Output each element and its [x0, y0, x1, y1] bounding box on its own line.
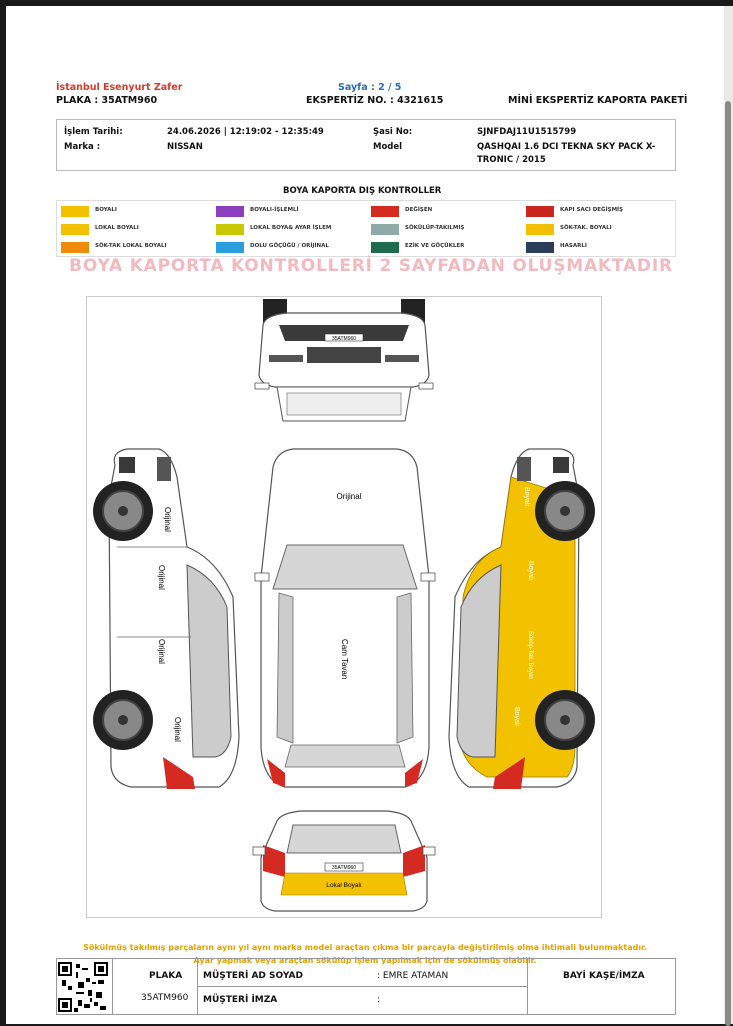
color-legend: BOYALI BOYALI-İŞLEMLİ DEĞİŞEN KAPI SACI … — [56, 200, 676, 257]
watermark-text: BOYA KAPORTA KONTROLLERİ 2 SAYFADAN OLUŞ… — [69, 256, 673, 276]
customer-name-value: : EMRE ATAMAN — [377, 971, 449, 981]
customer-signature-label: MÜŞTERİ İMZA — [203, 995, 278, 1005]
legend-label: KAPI SACI DEĞİŞMİŞ — [560, 207, 624, 213]
note-line-2: Ayar yapmak veya araçtan sökülüp işlem y… — [193, 956, 537, 965]
car-body-diagram: 35ATM960 — [86, 296, 602, 918]
right-label-1: Boyalı — [523, 487, 530, 507]
car-top-view: Orijinal Cam Tavan — [254, 448, 436, 788]
legend-swatch — [526, 242, 554, 253]
legend-title: BOYA KAPORTA DIŞ KONTROLLER — [283, 186, 442, 196]
chassis-label: Şasi No: — [373, 127, 413, 137]
legend-label: DEĞİŞEN — [405, 207, 433, 213]
expertise-number: EKSPERTİZ NO. : 4321615 — [306, 95, 444, 106]
customer-signature-value: : — [377, 995, 381, 1005]
legend-swatch — [61, 206, 89, 217]
left-label-4: Orijinal — [173, 717, 182, 742]
vertical-scrollbar[interactable] — [724, 6, 733, 1026]
plate-label: PLAKA — [149, 971, 183, 981]
car-rear-view: 35ATM960 Lokal Boyalı — [252, 810, 436, 912]
legend-swatch — [371, 206, 399, 217]
left-label-3: Orijinal — [157, 639, 166, 664]
legend-swatch — [371, 224, 399, 235]
vehicle-info-box: İşlem Tarihi: 24.06.2026 | 12:19:02 - 12… — [56, 119, 676, 171]
chassis-value: SJNFDAJ11U1515799 — [477, 127, 577, 137]
brand-value: NISSAN — [167, 142, 203, 152]
left-label-1: Orijinal — [163, 507, 172, 532]
model-value-line1: QASHQAI 1.6 DCI TEKNA SKY PACK X- — [477, 142, 656, 152]
legend-swatch — [371, 242, 399, 253]
left-label-2: Orijinal — [157, 565, 166, 590]
legend-label: SÖK-TAK LOKAL BOYALI — [95, 243, 167, 249]
branch-name: İstanbul Esenyurt Zafer — [56, 82, 183, 93]
legend-swatch — [61, 242, 89, 253]
right-label-2: Boyalı — [527, 561, 534, 581]
legend-label: LOKAL BOYALI — [95, 225, 139, 231]
customer-name-label: MÜŞTERİ AD SOYAD — [203, 971, 303, 981]
model-value-line2: TRONIC / 2015 — [477, 155, 546, 165]
note-line-1: Sökülmüş takılmış parçaların aynı yıl ay… — [83, 943, 647, 952]
legend-swatch — [61, 224, 89, 235]
rear-plate-text: 35ATM960 — [332, 865, 356, 871]
page-indicator: Sayfa : 2 / 5 — [338, 82, 402, 93]
car-left-side-view: Orijinal Orijinal Orijinal Orijinal — [93, 448, 240, 789]
plate-line: PLAKA : 35ATM960 — [56, 95, 158, 106]
legend-label: HASARLI — [560, 243, 587, 249]
legend-label: EZİK VE GÖÇÜKLER — [405, 243, 465, 249]
brand-label: Marka : — [64, 142, 101, 152]
report-page: İstanbul Esenyurt Zafer PLAKA : 35ATM960… — [6, 6, 724, 1024]
car-diagram-svg: 35ATM960 — [93, 299, 595, 912]
signature-table: PLAKA 35ATM960 MÜŞTERİ AD SOYAD : EMRE A… — [56, 958, 676, 1015]
dealer-stamp-label: BAYİ KAŞE/İMZA — [563, 971, 645, 981]
legend-swatch — [526, 206, 554, 217]
legend-label: BOYALI — [95, 207, 117, 213]
car-front-view: 35ATM960 — [254, 299, 434, 422]
legend-label: DOLU GÖÇÜĞÜ / ORİJİNAL — [250, 243, 329, 249]
legend-label: SÖKÜLÜP-TAKILMIŞ — [405, 225, 465, 231]
legend-label: BOYALI-İŞLEMLİ — [250, 207, 299, 213]
legend-swatch — [216, 224, 244, 235]
legend-label: SÖK-TAK. BOYALI — [560, 225, 612, 231]
roof-label: Cam Tavan — [340, 639, 349, 679]
right-label-3: Söküp-Tak. Boyalı — [527, 631, 533, 680]
plate-value: 35ATM960 — [141, 993, 189, 1003]
right-label-4: Boyalı — [513, 707, 520, 727]
qr-code-icon — [58, 962, 108, 1012]
legend-swatch — [216, 242, 244, 253]
date-value: 24.06.2026 | 12:19:02 - 12:35:49 — [167, 127, 324, 137]
hood-label: Orijinal — [337, 492, 362, 501]
car-right-side-view: Boyalı Boyalı Söküp-Tak. Boyalı Boyalı — [448, 448, 595, 789]
front-plate-text: 35ATM960 — [332, 336, 356, 342]
rear-label: Lokal Boyalı — [326, 882, 362, 889]
model-label: Model — [373, 142, 403, 152]
package-name: MİNİ EKSPERTİZ KAPORTA PAKETİ — [508, 95, 688, 106]
legend-swatch — [526, 224, 554, 235]
scrollbar-thumb[interactable] — [725, 101, 731, 1026]
legend-swatch — [216, 206, 244, 217]
date-label: İşlem Tarihi: — [64, 127, 123, 137]
legend-label: LOKAL BOYA& AYAR İŞLEM — [250, 225, 332, 231]
